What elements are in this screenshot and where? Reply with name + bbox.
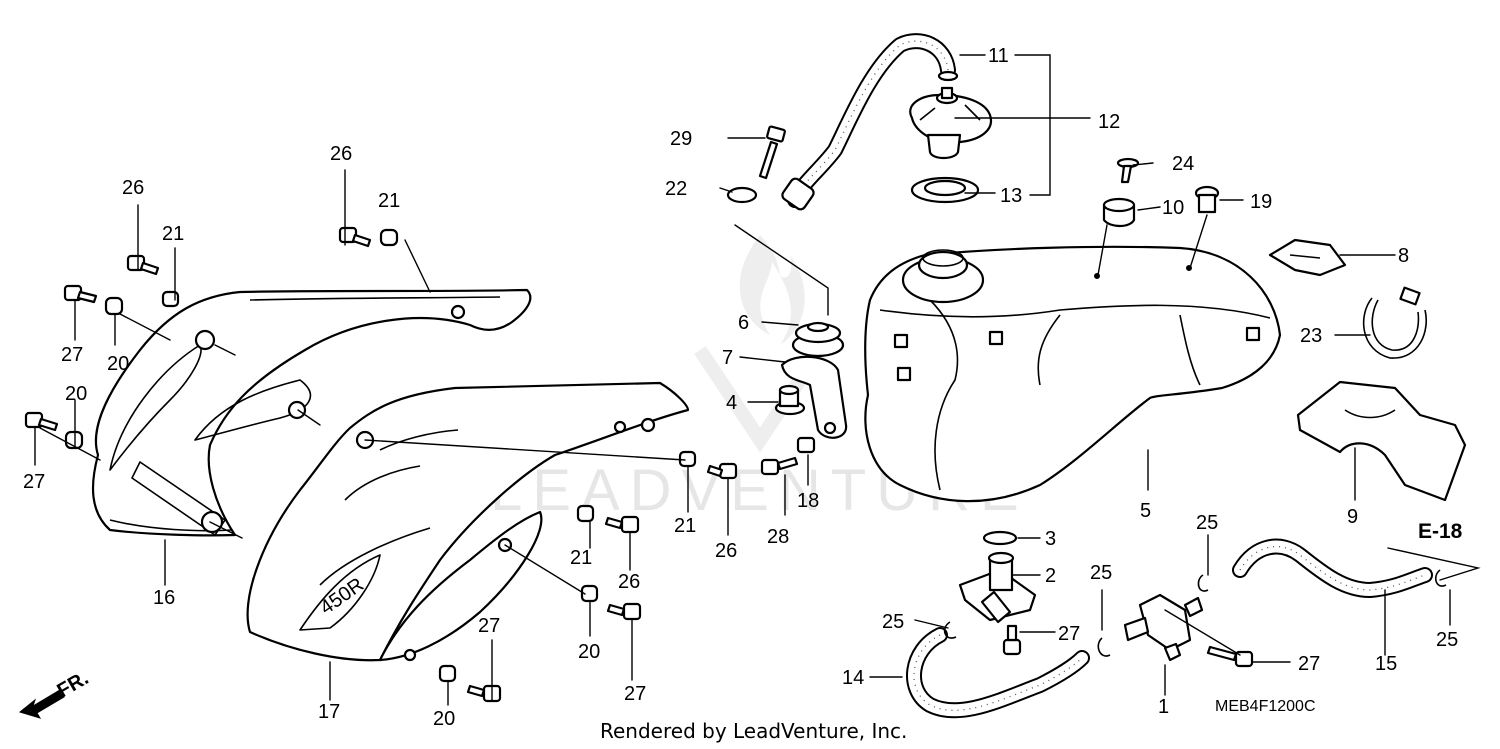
bolt-19 <box>1194 185 1220 214</box>
label-11: 11 <box>988 45 1009 67</box>
label-14: 14 <box>842 667 864 689</box>
washer-22 <box>726 186 758 204</box>
label-15: 15 <box>1375 653 1397 675</box>
label-26-a: 26 <box>122 177 144 199</box>
part-labels: 1 2 3 4 5 6 7 8 9 10 11 12 13 14 15 16 1… <box>23 45 1458 730</box>
label-28: 28 <box>767 526 789 548</box>
label-17: 17 <box>318 701 340 723</box>
label-27-c: 27 <box>478 615 500 637</box>
label-20-d: 20 <box>433 708 455 730</box>
band-23 <box>1362 286 1427 359</box>
label-9: 9 <box>1347 506 1358 528</box>
fuel-hose-14 <box>906 627 1090 719</box>
collar-4 <box>774 384 806 416</box>
collar-18 <box>796 436 816 454</box>
label-12: 12 <box>1098 111 1120 133</box>
label-25-d: 25 <box>1436 629 1458 651</box>
label-20-b: 20 <box>65 383 87 405</box>
shroud-right: 450R <box>246 381 690 662</box>
fuel-cap <box>909 86 993 160</box>
label-21-b: 21 <box>378 190 400 212</box>
label-19: 19 <box>1250 191 1272 213</box>
grommet-6 <box>791 321 845 358</box>
label-5: 5 <box>1140 500 1151 522</box>
label-10: 10 <box>1162 197 1184 219</box>
label-20-a: 20 <box>107 353 129 375</box>
label-24: 24 <box>1172 153 1194 175</box>
collar-10 <box>1102 197 1136 228</box>
leader-lines <box>34 54 1481 706</box>
label-27-d: 27 <box>624 683 646 705</box>
label-22: 22 <box>665 178 687 200</box>
label-25-b: 25 <box>1090 562 1112 584</box>
bolt-28 <box>760 456 799 476</box>
credit-line: Rendered by LeadVenture, Inc. <box>600 719 907 743</box>
cap-gasket <box>910 176 980 204</box>
label-13: 13 <box>1000 185 1022 207</box>
label-21-a: 21 <box>162 223 184 245</box>
breather-hose <box>781 33 959 211</box>
label-27-b: 27 <box>23 471 45 493</box>
rubber-8 <box>1268 238 1347 277</box>
label-26-d: 26 <box>715 540 737 562</box>
bracket-7 <box>780 355 848 439</box>
label-27-f: 27 <box>1298 653 1320 675</box>
label-29: 29 <box>670 128 692 150</box>
label-20-c: 20 <box>578 641 600 663</box>
label-25-a: 25 <box>1196 512 1218 534</box>
diagram-code: MEB4F1200C <box>1215 698 1316 715</box>
label-21-d: 21 <box>674 515 696 537</box>
fuel-valve-2 <box>958 551 1037 624</box>
fuel-cock-1 <box>1123 593 1204 662</box>
clips-25 <box>943 569 1447 657</box>
front-arrow: FR. <box>18 667 92 719</box>
label-8: 8 <box>1398 245 1409 267</box>
label-1: 1 <box>1158 696 1169 718</box>
hose-15 <box>1232 538 1433 598</box>
label-2: 2 <box>1045 565 1056 587</box>
shroud-fasteners <box>24 226 1254 703</box>
reference-e18: E-18 <box>1418 520 1463 543</box>
label-4: 4 <box>726 392 737 414</box>
label-3: 3 <box>1045 528 1056 550</box>
label-6: 6 <box>738 312 749 334</box>
bolt-29 <box>758 125 786 180</box>
label-26-c: 26 <box>618 571 640 593</box>
heat-guard-9 <box>1296 380 1467 502</box>
label-25-c: 25 <box>882 611 904 633</box>
label-7: 7 <box>722 347 733 369</box>
label-18: 18 <box>797 490 819 512</box>
label-23: 23 <box>1300 325 1322 347</box>
label-27-e: 27 <box>1058 623 1080 645</box>
fuel-tank <box>864 245 1282 503</box>
screw-24 <box>1116 157 1140 184</box>
label-27-a: 27 <box>61 344 83 366</box>
label-21-c: 21 <box>570 547 592 569</box>
washer-3 <box>982 530 1018 546</box>
label-16: 16 <box>153 587 175 609</box>
shroud-left <box>91 288 532 537</box>
label-26-b: 26 <box>330 143 352 165</box>
